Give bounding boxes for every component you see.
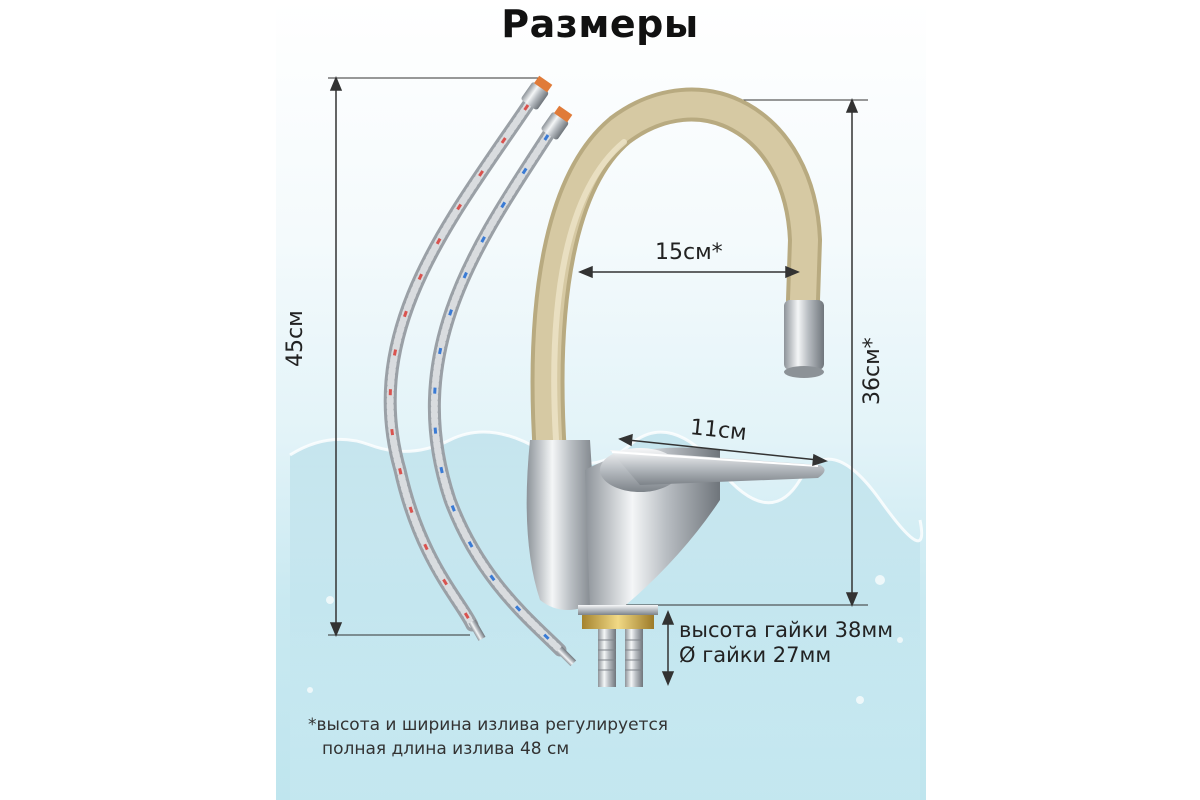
nut-diameter-label: Ø гайки 27мм	[679, 643, 832, 667]
dimension-line-lever	[618, 433, 829, 467]
braided-hoses	[383, 75, 577, 667]
dimension-line-spout	[578, 265, 800, 279]
page-title: Размеры	[501, 2, 699, 46]
dimension-line-hose	[328, 76, 540, 637]
footnote-line-1: *высота и ширина излива регулируется	[308, 715, 669, 735]
spout-reach-label: 15см*	[655, 240, 723, 265]
footnote-line-2: полная длина излива 48 см	[322, 739, 570, 759]
dimension-line-nut	[661, 610, 675, 686]
flexible-spout	[530, 87, 824, 472]
hose-length-label: 45см	[283, 310, 308, 367]
nut-height-label: высота гайки 38мм	[679, 618, 894, 642]
faucet-height-label: 36см*	[860, 337, 885, 405]
faucet-body	[526, 440, 825, 687]
